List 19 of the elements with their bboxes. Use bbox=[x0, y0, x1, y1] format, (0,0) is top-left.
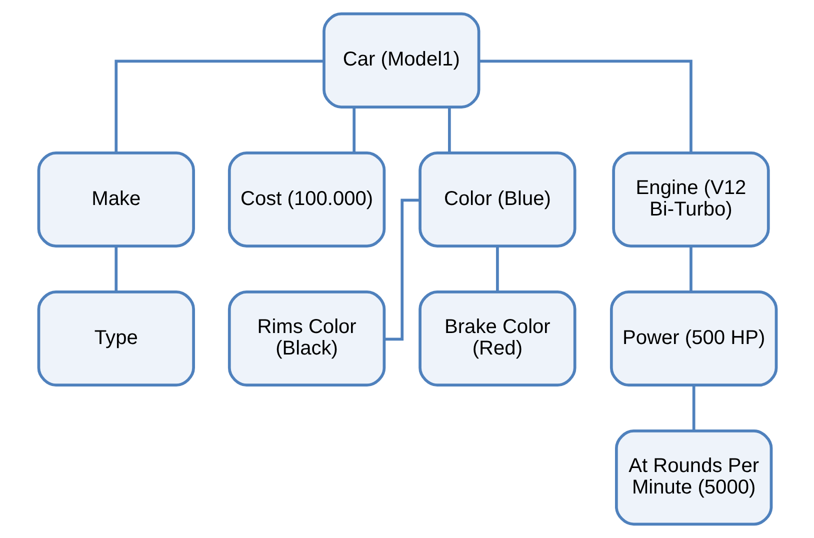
connector bbox=[496, 246, 498, 292]
connector bbox=[114, 60, 324, 153]
node-box: Rims Color (Black) bbox=[227, 290, 386, 387]
node-box: Power (500 HP) bbox=[609, 290, 778, 387]
node-box: Car (Model1) bbox=[322, 12, 480, 108]
connector bbox=[478, 60, 692, 153]
node-box: At Rounds Per Minute (5000) bbox=[614, 430, 772, 526]
connector bbox=[384, 198, 420, 341]
connector bbox=[114, 246, 118, 292]
connector bbox=[448, 107, 450, 153]
node-box: Color (Blue) bbox=[418, 151, 576, 248]
node-box: Cost (100.000) bbox=[227, 151, 386, 248]
connector bbox=[689, 246, 692, 292]
connector bbox=[352, 107, 356, 153]
node-box: Brake Color (Red) bbox=[418, 290, 576, 387]
node-box: Engine (V12 Bi-Turbo) bbox=[612, 151, 770, 248]
connector bbox=[692, 385, 695, 431]
node-box: Make bbox=[36, 151, 194, 248]
node-box: Type bbox=[36, 290, 194, 387]
